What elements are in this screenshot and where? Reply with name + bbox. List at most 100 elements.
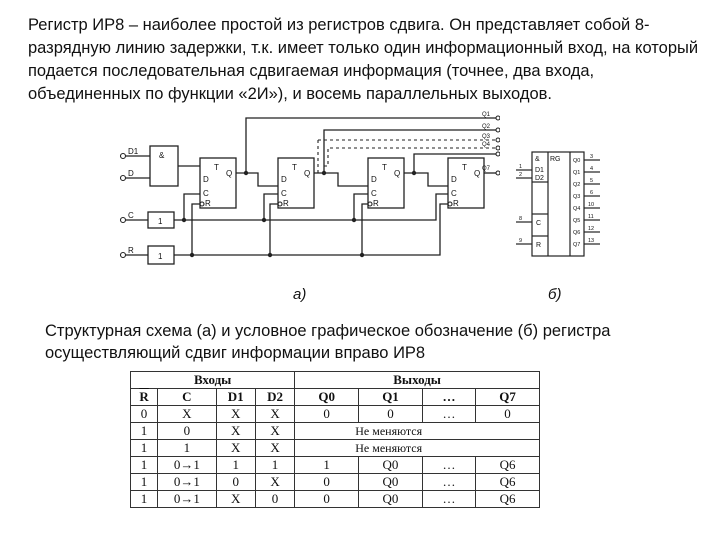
table-cell: X — [254, 422, 296, 440]
ugo-out-q6: Q6 — [573, 230, 580, 236]
table-cell: 1 — [215, 456, 256, 474]
buffer-c-symbol: 1 — [158, 217, 163, 226]
table-row: 1 0→1 1 1 1 Q0 … Q6 — [129, 456, 540, 474]
ugo-pin-9: 9 — [519, 238, 522, 244]
ugo-pin-12: 12 — [588, 226, 594, 232]
table-cell: X — [215, 422, 256, 440]
label-a: а) — [293, 286, 307, 303]
label-b: б) — [548, 286, 562, 303]
table-cell: 0 — [294, 405, 360, 423]
figure-caption: Структурная схема (а) и условное графиче… — [45, 322, 611, 362]
table-cell: 1 — [129, 456, 159, 474]
table-row: 1 1 X X Не меняются — [129, 439, 540, 457]
table-cell: 0 — [294, 473, 360, 491]
table-cell: Q0 — [358, 456, 423, 474]
ugo-pin-5: 5 — [590, 178, 593, 184]
ff4-t: T — [462, 163, 467, 172]
ff3-d: D — [371, 175, 377, 184]
ugo-label-d2: D2 — [535, 175, 544, 182]
ff2-d: D — [281, 175, 287, 184]
table-cell: 1 — [157, 439, 217, 457]
truth-table: Входы Выходы R C D1 D2 Q0 Q1 … Q7 0 X X … — [129, 371, 540, 508]
table-cell: … — [421, 405, 477, 423]
table-cell: 1 — [294, 456, 360, 474]
and-gate-symbol: & — [159, 151, 165, 160]
ugo-pin-11: 11 — [588, 214, 594, 220]
table-cell: 0 — [475, 405, 540, 423]
ugo-out-q0: Q0 — [573, 158, 580, 164]
register-ugo-symbol: & D1 D2 C R RG 1 2 8 9 Q0 Q1 Q2 Q3 Q4 Q5… — [516, 151, 600, 257]
ugo-pin-3: 3 — [590, 154, 593, 160]
flipflop-1 — [199, 157, 237, 209]
ugo-pin-8: 8 — [519, 216, 522, 222]
output-label-q2: Q2 — [482, 124, 491, 130]
ff1-q: Q — [226, 169, 232, 178]
ff4-q: Q — [474, 169, 480, 178]
table-cell: X — [215, 405, 256, 423]
ugo-out-q2: Q2 — [573, 182, 580, 188]
input-label-d1: D1 — [128, 147, 139, 156]
table-cell-unchanged: Не меняются — [294, 439, 540, 457]
table-cell: 0→1 — [157, 473, 217, 491]
table-cell: X — [254, 439, 296, 457]
table-cell: 0 — [294, 490, 360, 508]
table-row: 1 0 X X Не меняются — [129, 422, 540, 440]
flipflop-4 — [447, 157, 485, 209]
table-cell: … — [421, 456, 477, 474]
ugo-out-q4: Q4 — [573, 206, 580, 212]
buffer-r-symbol: 1 — [158, 252, 163, 261]
ff3-r: R — [373, 199, 379, 208]
ugo-label-and: & — [535, 156, 540, 163]
ff1-c: C — [203, 189, 209, 198]
table-cell: Q0 — [358, 490, 423, 508]
group-header-inputs: Входы — [129, 371, 296, 389]
table-cell: 0 — [215, 473, 256, 491]
output-label-q7: Q7 — [482, 166, 491, 172]
table-row: 1 0→1 X 0 0 Q0 … Q6 — [129, 490, 540, 508]
intro-paragraph: Регистр ИР8 – наиболее простой из регист… — [28, 16, 699, 103]
table-cell: … — [421, 490, 477, 508]
ugo-pin-1: 1 — [519, 164, 522, 170]
ff1-d: D — [203, 175, 209, 184]
ugo-label-d1: D1 — [535, 167, 544, 174]
col-header-q0: Q0 — [294, 388, 360, 406]
ugo-title: RG — [550, 156, 561, 163]
ugo-out-q5: Q5 — [573, 218, 580, 224]
table-cell: 0 — [129, 405, 159, 423]
col-header-q1: Q1 — [358, 388, 423, 406]
table-cell: Q6 — [475, 473, 540, 491]
ugo-label-c: C — [536, 220, 541, 227]
flipflop-2 — [277, 157, 315, 209]
table-cell: … — [421, 473, 477, 491]
ugo-out-q1: Q1 — [573, 170, 580, 176]
ugo-pin-4: 4 — [590, 166, 593, 172]
table-cell: 0 — [358, 405, 423, 423]
flipflop-3 — [367, 157, 405, 209]
table-cell-unchanged: Не меняются — [294, 422, 540, 440]
col-header-q7: Q7 — [475, 388, 540, 406]
input-label-r: R — [128, 246, 134, 255]
ff1-t: T — [214, 163, 219, 172]
ff4-d: D — [451, 175, 457, 184]
table-cell: Q0 — [358, 473, 423, 491]
table-cell: X — [215, 439, 256, 457]
input-label-d: D — [128, 169, 134, 178]
ff4-r: R — [453, 199, 459, 208]
col-header-d2: D2 — [254, 388, 296, 406]
ff3-q: Q — [394, 169, 400, 178]
table-row: 1 0→1 0 X 0 Q0 … Q6 — [129, 473, 540, 491]
col-header-d1: D1 — [215, 388, 256, 406]
table-cell: X — [157, 405, 217, 423]
ugo-pin-6: 6 — [590, 190, 593, 196]
ff2-t: T — [292, 163, 297, 172]
output-label-q1: Q1 — [482, 112, 491, 118]
ff3-t: T — [382, 163, 387, 172]
table-cell: X — [254, 405, 296, 423]
table-cell: 1 — [254, 456, 296, 474]
table-cell: 0 — [157, 422, 217, 440]
ff2-c: C — [281, 189, 287, 198]
table-group-header: Входы Выходы — [129, 371, 540, 389]
ff1-r: R — [205, 199, 211, 208]
col-header-c: C — [157, 388, 217, 406]
output-label-q3: Q3 — [482, 134, 491, 140]
